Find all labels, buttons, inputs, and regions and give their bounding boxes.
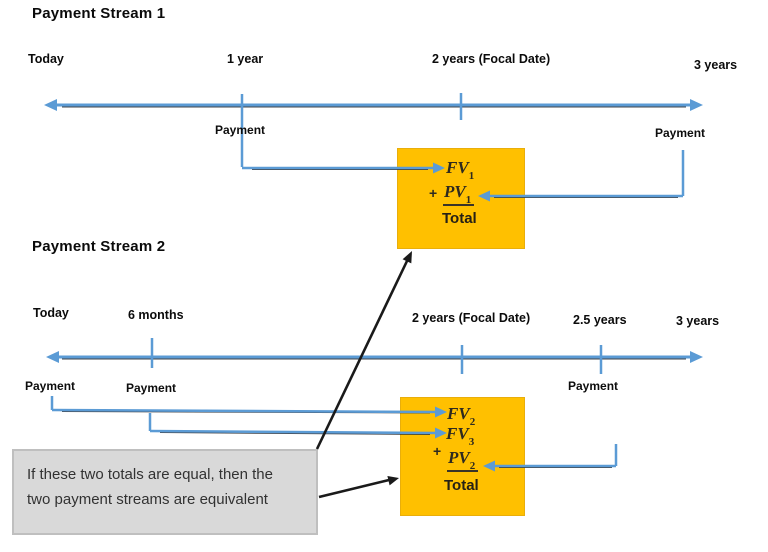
- stream1-total-label: Total: [442, 210, 477, 227]
- s2-label-3-years: 3 years: [676, 314, 720, 328]
- black-arrowhead-1: [402, 251, 412, 264]
- s2-payment-today-label: Payment: [25, 379, 76, 393]
- s2-label-6-months: 6 months: [128, 308, 184, 322]
- s2-label-today: Today: [33, 306, 69, 320]
- s2-label-focal-date: 2 years (Focal Date): [412, 311, 531, 325]
- stream2-total-label: Total: [444, 477, 479, 494]
- left-arrowhead: [44, 99, 57, 111]
- right-arrowhead: [690, 99, 703, 111]
- right-arrowhead: [690, 351, 703, 363]
- fv3-term: FV3: [446, 424, 475, 449]
- plus-sign: +: [433, 443, 442, 459]
- callout-arrow-to-stream2-box: [318, 476, 399, 499]
- plus-sign: +: [429, 185, 438, 201]
- s2-payment-25yr-label: Payment: [568, 379, 619, 393]
- black-arrowhead-2: [387, 476, 399, 486]
- stream2-total-box: FV2 FV3 + PV2 Total: [400, 397, 525, 516]
- s1-label-3-years: 3 years: [694, 58, 738, 72]
- callout-line-2: two payment streams are equivalent: [27, 491, 268, 508]
- callout-arrow-to-stream1-box: [315, 251, 412, 450]
- s1-label-focal-date: 2 years (Focal Date): [432, 52, 551, 66]
- stream2-title: Payment Stream 2: [32, 238, 166, 255]
- pv1-term: PV1: [443, 182, 475, 207]
- stream2-timeline: [46, 338, 703, 374]
- stream1-total-box: FV1 + PV1 Total: [397, 148, 525, 249]
- s1-payment-1yr-label: Payment: [215, 123, 266, 137]
- s2-label-2-5-years: 2.5 years: [573, 313, 627, 327]
- fv1-term: FV1: [446, 158, 475, 183]
- s1-label-today: Today: [28, 52, 64, 66]
- pv2-term: PV2: [447, 448, 479, 473]
- fv2-term: FV2: [447, 404, 476, 429]
- s1-label-1-year: 1 year: [227, 52, 264, 66]
- s2-payment-6mo-label: Payment: [126, 381, 177, 395]
- left-arrowhead: [46, 351, 59, 363]
- callout-line-1: If these two totals are equal, then the: [27, 466, 273, 483]
- stream1-timeline: [44, 93, 703, 167]
- stream1-title: Payment Stream 1: [32, 5, 166, 22]
- connector-paymenttoday-to-fv2: [50, 396, 447, 418]
- s1-payment-3yr-label: Payment: [655, 126, 706, 140]
- equivalence-callout: If these two totals are equal, then the …: [12, 449, 318, 535]
